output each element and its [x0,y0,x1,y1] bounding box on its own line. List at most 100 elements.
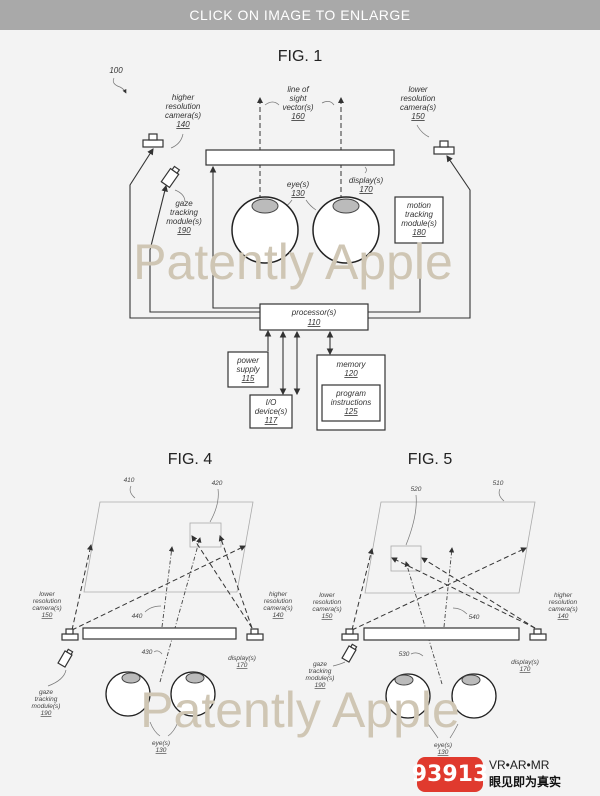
eye-right [312,196,380,264]
diagram-label: display(s) [511,659,539,666]
diagram-line [452,607,468,615]
processor-box [259,303,369,331]
label-eyes: eye(s) 130 [287,180,310,198]
diagram-line [105,671,151,717]
diagram-label: eye(s) [287,180,310,189]
diagram-line [451,673,497,719]
power-supply-box [227,351,269,388]
processor-ref: 110 [308,318,321,327]
banner-text: CLICK ON IMAGE TO ENLARGE [189,7,411,23]
diagram-line [461,674,481,686]
fig1-title: FIG. 1 [278,48,323,65]
region-520 [390,545,422,572]
diagram-line [174,189,186,203]
logo-tag: VR•AR•MR [489,758,550,772]
label-program: program instructions 125 [331,389,371,416]
diagram-label: 140 [273,612,284,619]
label-power: power supply 115 [236,356,260,383]
label-eyes-fig5: eye(s) 130 [434,742,452,756]
fig5-title: FIG. 5 [408,451,453,468]
diagram-line [167,721,179,737]
diagram-label: 520 [411,486,422,493]
diagram-line [368,155,471,319]
diagram-line [394,674,414,686]
diagram-line [170,133,184,149]
label-eyes-fig4: eye(s) 130 [152,740,170,754]
program-instructions-box [321,384,381,422]
diagram-line [71,545,246,631]
diagram-label: 410 [124,477,135,484]
diagram-label: 180 [412,228,426,237]
diagram-line [391,557,536,629]
diagram-label: 150 [322,613,333,620]
diagram-line [439,140,449,148]
watermark-bottom: Patently Apple [140,682,460,738]
fig5: FIG. 5 520 510 lower resolution camera(s… [306,451,578,756]
field-of-view-410 [83,501,254,593]
diagram-label: instructions [331,398,371,407]
diagram-line [149,184,260,313]
diagram-line [251,198,279,214]
fig1: FIG. 1 100 higher resolution camera(s) 1… [109,48,471,431]
diagram-line [529,633,547,641]
diagram-line [231,196,299,264]
label-lower-camera-fig4: lower resolution camera(s) 150 [32,591,61,619]
label-gaze-fig5: gaze tracking module(s) 190 [306,661,335,689]
diagram-line [144,605,162,613]
diagram-label: camera(s) [548,606,577,613]
diagram-line [416,124,430,138]
diagram-label: device(s) [255,407,288,416]
fig4-title: FIG. 4 [168,451,213,468]
diagram-line [191,535,253,629]
diagram-line [349,643,358,651]
diagram-line [129,485,136,499]
display-170 [205,149,395,166]
diagram-label: lower [408,85,427,94]
diagram-line [149,721,161,737]
higher-camera-icon-fig4 [246,628,264,641]
label-line-of-sight: line of sight vector(s) 160 [282,85,313,121]
diagram-line [351,547,527,631]
diagram-line [498,488,505,502]
eye-right-fig4 [170,671,216,717]
label-lower-camera: lower resolution camera(s) 150 [400,85,436,121]
diagram-label: 440 [132,613,143,620]
diagram-label: camera(s) [32,605,61,612]
diagram-label: 130 [156,747,167,754]
label-gaze-module: gaze tracking module(s) 190 [166,199,202,235]
diagram-line [305,199,317,211]
diagram-label: higher [172,93,195,102]
diagram-line [112,77,127,94]
diagram-line [121,672,141,684]
diagram-line [321,101,335,106]
enlarge-banner[interactable]: CLICK ON IMAGE TO ENLARGE [0,0,600,30]
diagram-line [159,537,202,683]
diagram-label: 140 [558,613,569,620]
diagram-label: line of [287,85,309,94]
label-higher-camera: higher resolution camera(s) 140 [165,93,201,129]
diagram-line [345,628,354,635]
diagram-line [142,139,164,148]
label-gaze-fig4: gaze tracking module(s) 190 [32,689,61,717]
diagram-line [246,633,264,641]
gaze-camera-icon [160,165,181,189]
diagram-label: 190 [41,710,52,717]
gaze-camera-icon-fig5 [341,643,358,663]
diagram-line [533,628,542,635]
diagram-label: I/O [266,398,277,407]
diagram-label: module(s) [306,675,335,682]
diagram-line [341,633,359,641]
eye-left [231,196,299,264]
io-device-box [249,394,293,429]
watermark-top: Patently Apple [133,234,453,290]
label-display: display(s) 170 [349,176,384,194]
diagram-label: higher [554,592,573,599]
diagram-label: 150 [42,612,53,619]
label-lower-camera-fig5: lower resolution camera(s) 150 [312,592,341,620]
display-fig4 [82,627,237,640]
diagram-label: lower [319,592,335,599]
diagram-label: 115 [242,374,255,383]
memory-ref: 120 [344,369,358,378]
motion-tracking-box [394,196,444,244]
